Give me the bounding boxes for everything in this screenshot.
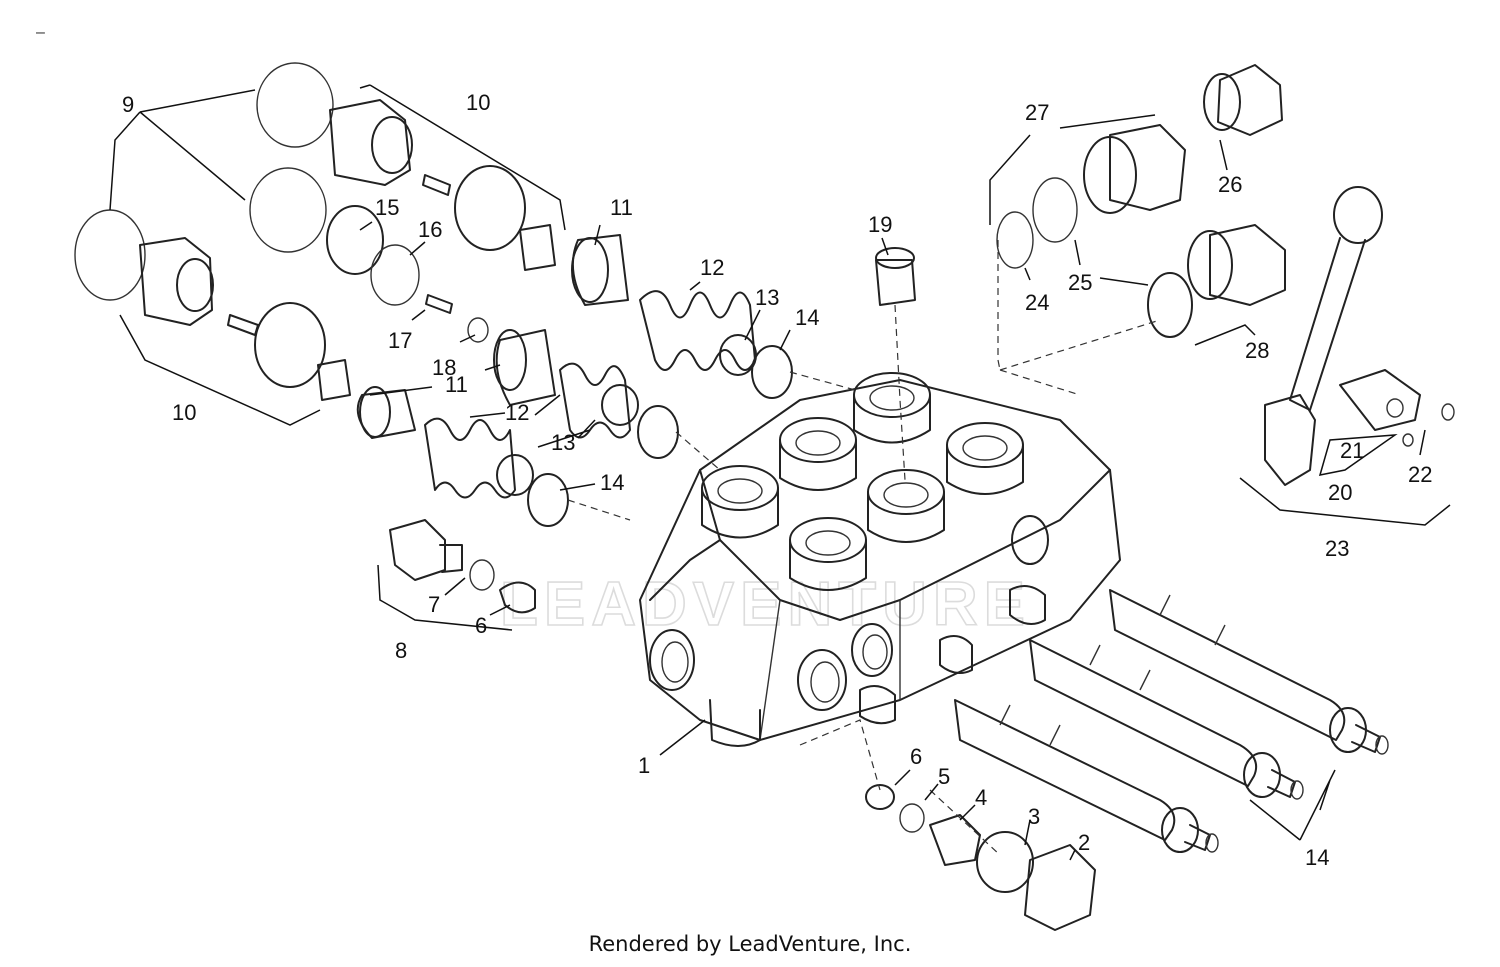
label-19: 19 bbox=[868, 212, 892, 237]
label-15: 15 bbox=[375, 195, 399, 220]
label-6-left: 6 bbox=[475, 613, 487, 638]
label-14-mid: 14 bbox=[600, 470, 624, 495]
label-22: 22 bbox=[1408, 462, 1432, 487]
label-11-upper: 11 bbox=[610, 195, 633, 220]
handle-assembly bbox=[1264, 186, 1455, 486]
spools bbox=[954, 589, 1389, 853]
label-27: 27 bbox=[1025, 100, 1049, 125]
upper-caps bbox=[74, 62, 556, 401]
label-18: 18 bbox=[432, 355, 456, 380]
label-28: 28 bbox=[1245, 338, 1269, 363]
lower-parts bbox=[389, 519, 1096, 931]
label-2: 2 bbox=[1078, 830, 1090, 855]
label-12-upper: 12 bbox=[700, 255, 724, 280]
label-20: 20 bbox=[1328, 480, 1352, 505]
label-5: 5 bbox=[938, 764, 950, 789]
label-8: 8 bbox=[395, 638, 407, 663]
part-labels: 9 10 10 11 11 12 12 13 13 14 14 14 15 16… bbox=[122, 90, 1432, 870]
valve-body bbox=[639, 372, 1121, 747]
label-10-lower: 10 bbox=[172, 400, 196, 425]
watermark-text: LEADVENTURE bbox=[500, 570, 1031, 639]
label-24: 24 bbox=[1025, 290, 1049, 315]
label-26: 26 bbox=[1218, 172, 1242, 197]
label-23: 23 bbox=[1325, 536, 1349, 561]
leader-lines bbox=[109, 84, 1451, 861]
label-12-lower: 12 bbox=[505, 400, 529, 425]
label-14-right: 14 bbox=[1305, 845, 1329, 870]
label-6-right: 6 bbox=[910, 744, 922, 769]
label-3: 3 bbox=[1028, 804, 1040, 829]
label-13-upper: 13 bbox=[755, 285, 779, 310]
label-14-upper: 14 bbox=[795, 305, 819, 330]
corner-mark: – bbox=[36, 24, 45, 41]
label-11-lower: 11 bbox=[445, 372, 468, 397]
footer-credit: Rendered by LeadVenture, Inc. bbox=[588, 932, 912, 956]
label-21: 21 bbox=[1340, 438, 1364, 463]
label-1: 1 bbox=[638, 753, 650, 778]
right-fittings bbox=[875, 64, 1286, 481]
label-16: 16 bbox=[418, 217, 442, 242]
label-25: 25 bbox=[1068, 270, 1092, 295]
label-13-lower: 13 bbox=[551, 430, 575, 455]
label-9: 9 bbox=[122, 92, 134, 117]
label-17: 17 bbox=[388, 328, 412, 353]
label-7: 7 bbox=[428, 592, 440, 617]
label-10-upper: 10 bbox=[466, 90, 490, 115]
label-4: 4 bbox=[975, 785, 987, 810]
